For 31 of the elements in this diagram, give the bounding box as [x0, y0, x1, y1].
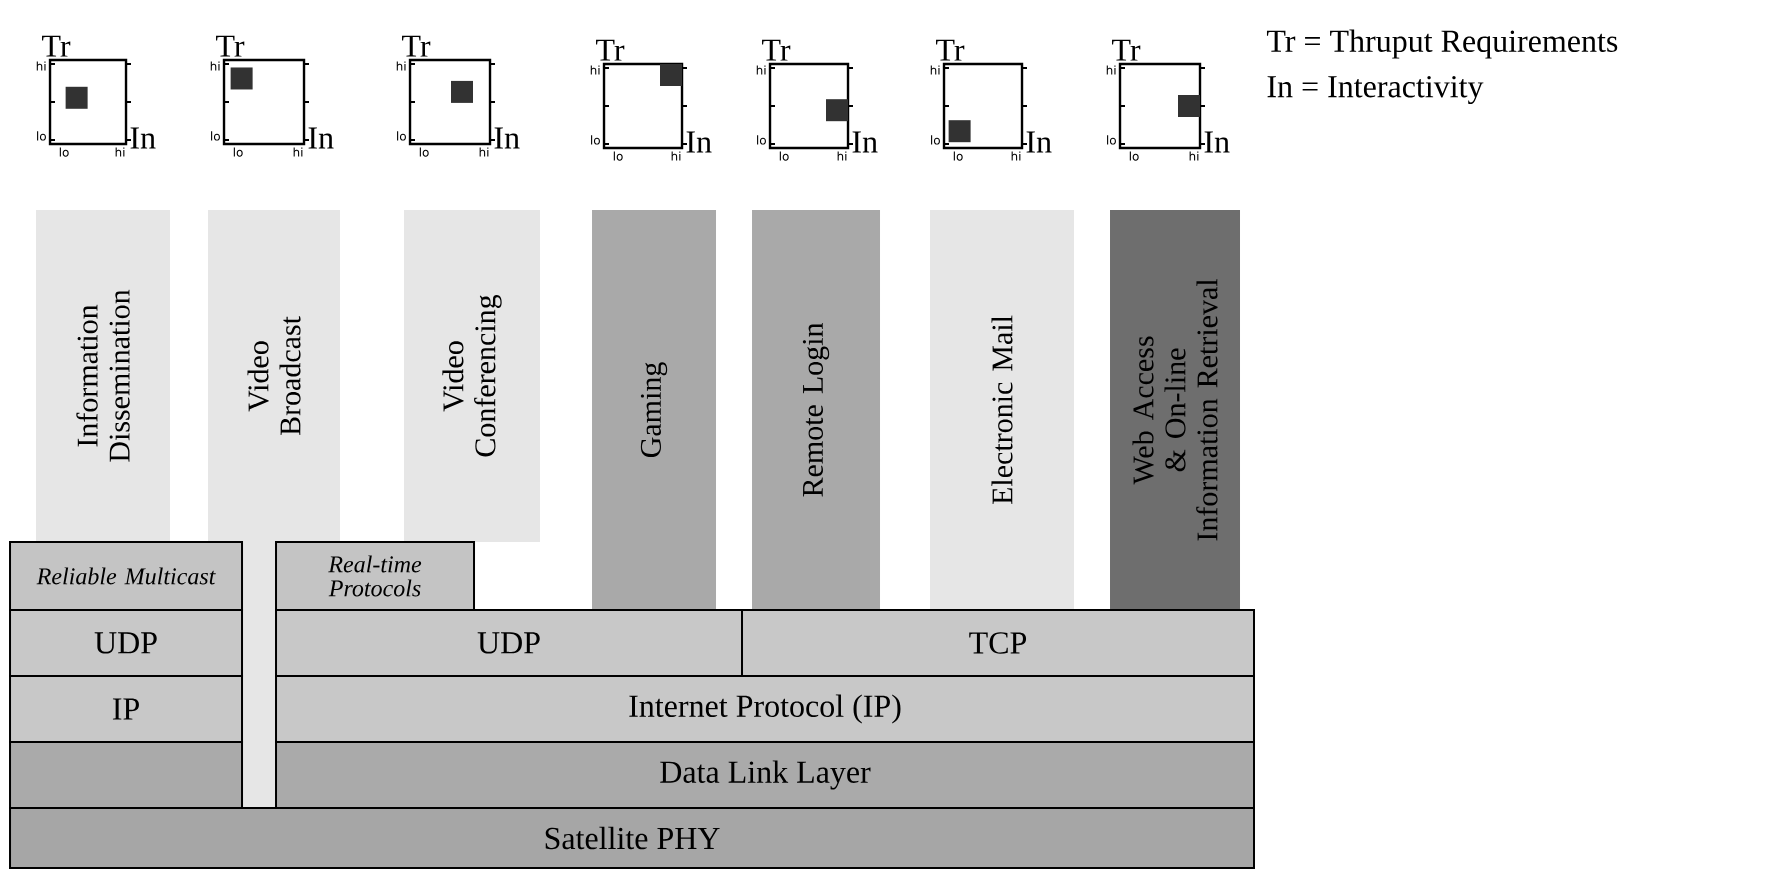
axis-label: In: [130, 127, 156, 149]
axis-label: Tr: [1112, 39, 1141, 61]
axis-label: Tr: [762, 39, 791, 61]
axis-label: Tr: [936, 39, 965, 61]
layer-box: UDP: [9, 609, 243, 677]
axis-label: In: [1026, 131, 1052, 153]
axis-label: In: [852, 131, 878, 153]
protocol-box: Reliable Multicast: [9, 541, 243, 611]
axis-label: Tr: [596, 39, 625, 61]
axis-label: In: [494, 127, 520, 149]
application-bar: Video Conferencing: [404, 210, 540, 542]
axis-label: Tr: [216, 35, 245, 57]
axis-label: Tr: [402, 35, 431, 57]
layer-box: IP: [9, 675, 243, 743]
axis-label: In: [1204, 131, 1230, 153]
application-bar: Information Dissemination: [36, 210, 170, 542]
layer-box: [9, 741, 243, 809]
application-bar: Electronic Mail: [930, 210, 1074, 610]
note-text: Tr = Thruput Requirements: [1266, 29, 1618, 59]
layer-box: Data Link Layer: [275, 741, 1255, 809]
axis-label: In: [308, 127, 334, 149]
layer-box: UDP: [275, 609, 743, 677]
axis-label: Tr: [42, 35, 71, 57]
application-bar: Remote Login: [752, 210, 880, 610]
layer-box: Satellite PHY: [9, 807, 1255, 869]
application-bar: Web Access & On-line Information Retrieval: [1110, 210, 1240, 610]
protocol-box: Real-time Protocols: [275, 541, 475, 611]
application-bar: Gaming: [592, 210, 716, 610]
note-text: In = Interactivity: [1267, 75, 1484, 105]
layer-box: TCP: [741, 609, 1255, 677]
axis-label: In: [686, 131, 712, 153]
